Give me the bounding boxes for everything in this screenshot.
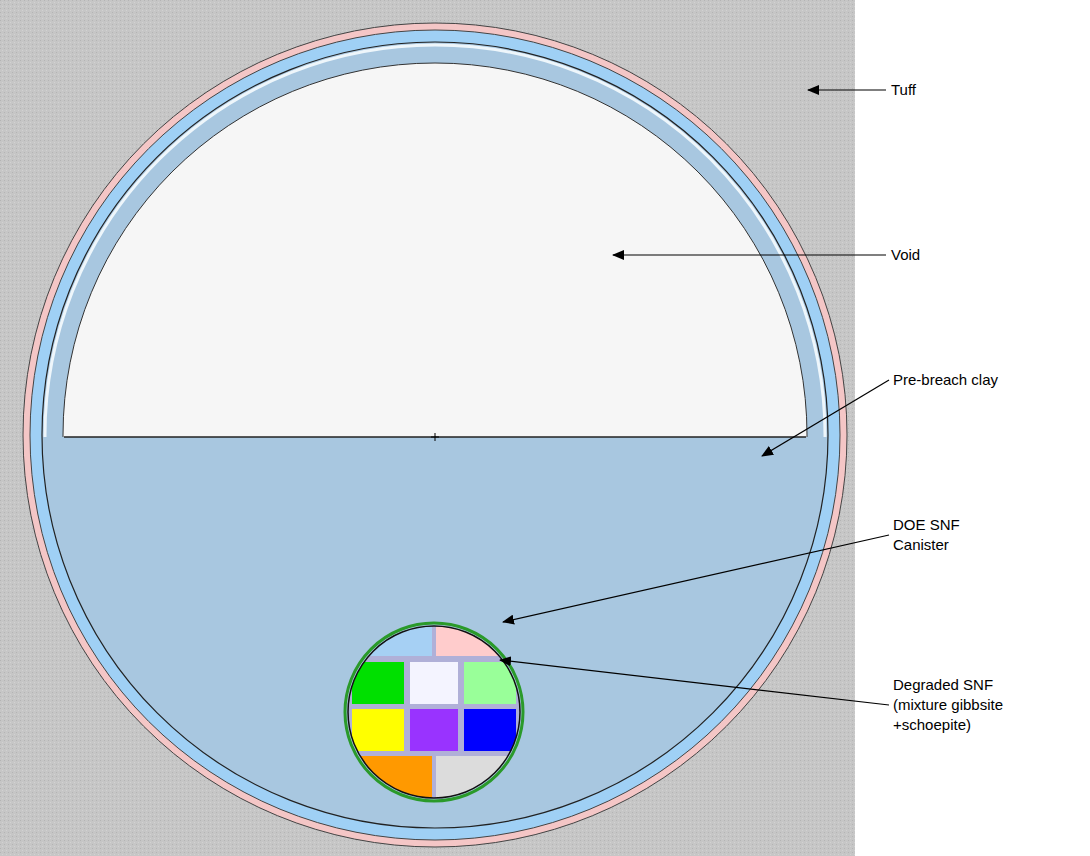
center-mark bbox=[431, 433, 439, 441]
outer-ring bbox=[23, 23, 847, 847]
void-rim bbox=[45, 45, 825, 437]
callout-label: DOE SNF Canister bbox=[893, 515, 978, 555]
blue-ring bbox=[30, 30, 840, 840]
callout-label: Void bbox=[891, 245, 920, 265]
leader-line bbox=[613, 254, 886, 255]
leader-line bbox=[808, 89, 886, 90]
tuff-ground bbox=[0, 0, 855, 856]
leader-line bbox=[762, 380, 889, 456]
clay-fill bbox=[42, 42, 828, 828]
leader-line bbox=[500, 660, 889, 705]
callout-label: Pre-breach clay bbox=[893, 370, 998, 390]
callout-label: Tuff bbox=[891, 80, 916, 100]
callout-label: Degraded SNF (mixture gibbsite +schoepit… bbox=[893, 675, 1025, 735]
leader-line bbox=[503, 535, 889, 622]
canister-inner-wall bbox=[348, 626, 520, 798]
canister-cells bbox=[340, 620, 530, 810]
void-region bbox=[63, 63, 807, 437]
canister-shell bbox=[345, 623, 523, 801]
